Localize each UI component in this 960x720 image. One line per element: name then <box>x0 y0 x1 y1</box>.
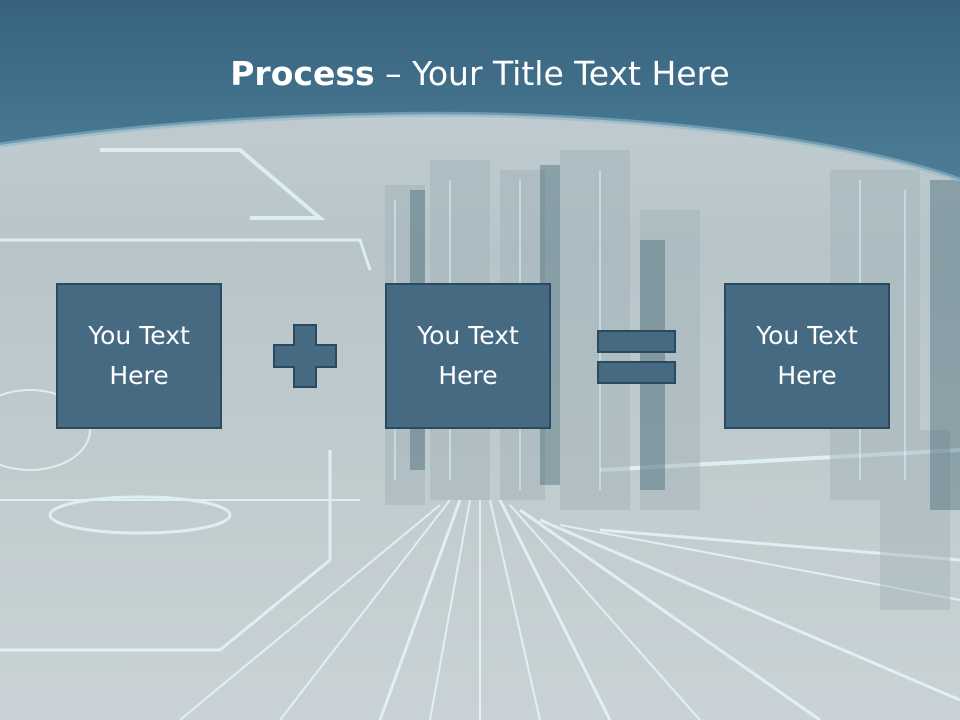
header-band <box>0 0 960 183</box>
title-emphasis: Process <box>230 54 375 93</box>
box-2-line-2: Here <box>438 361 498 390</box>
box-3-line-1: You Text <box>756 321 858 350</box>
process-box-3[interactable]: You Text Here <box>724 283 890 429</box>
title-rest: Your Title Text Here <box>412 54 730 93</box>
box-1-line-2: Here <box>109 361 169 390</box>
title-separator: – <box>374 54 413 93</box>
box-1-line-1: You Text <box>88 321 190 350</box>
plus-icon <box>273 324 337 388</box>
slide-title: Process – Your Title Text Here <box>0 52 960 96</box>
equals-icon <box>597 330 676 384</box>
box-3-line-2: Here <box>777 361 837 390</box>
box-2-line-1: You Text <box>417 321 519 350</box>
process-box-2[interactable]: You Text Here <box>385 283 551 429</box>
process-box-1[interactable]: You Text Here <box>56 283 222 429</box>
